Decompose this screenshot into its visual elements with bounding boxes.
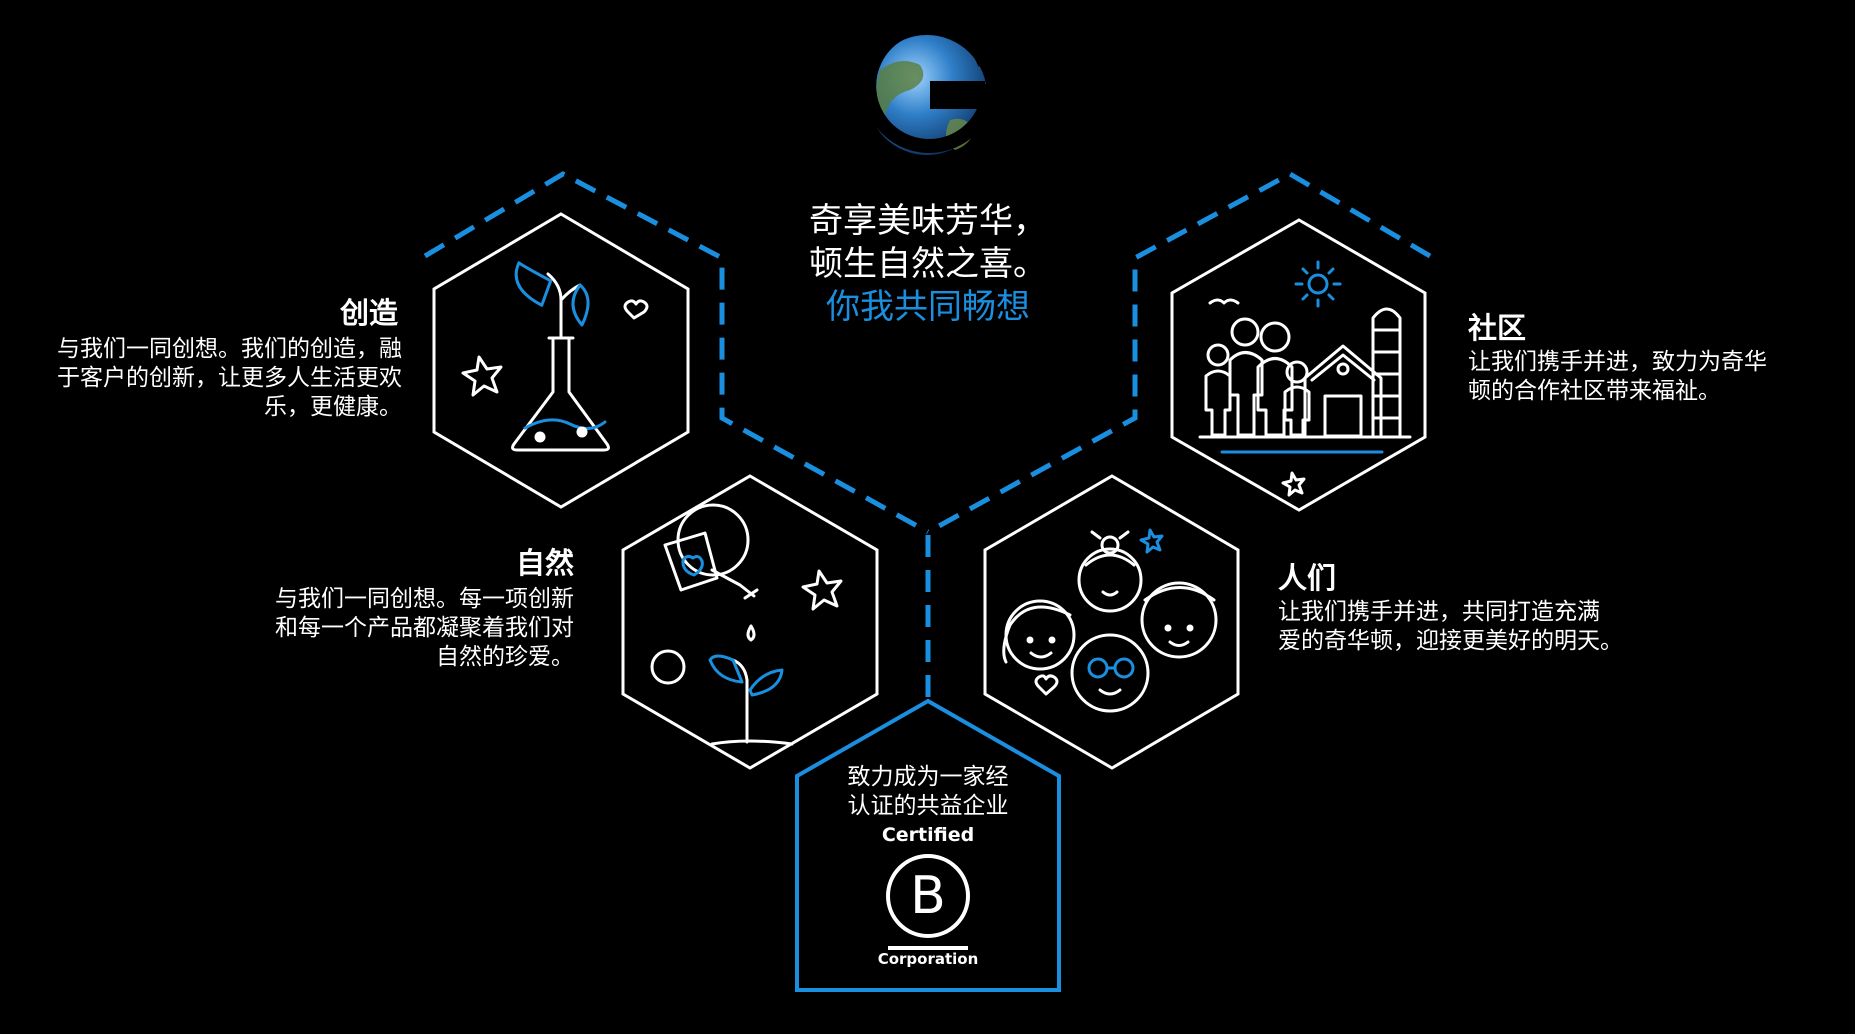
globe-g-logo-icon bbox=[862, 19, 997, 155]
community-description: 让我们携手并进，致力为奇华 顿的合作社区带来福祉。 bbox=[1468, 348, 1828, 406]
people-description: 让我们携手并进，共同打造充满 爱的奇华顿，迎接更美好的明天。 bbox=[1278, 598, 1678, 656]
create-line-2: 于客户的创新，让更多人生活更欢 bbox=[57, 365, 402, 392]
tagline-line-2: 顿生自然之喜。 bbox=[809, 244, 1047, 285]
badge-corporation-label: Corporation bbox=[877, 950, 979, 968]
certification-line-1: 致力成为一家经 bbox=[847, 764, 1009, 790]
community-line-1: 让我们携手并进，致力为奇华 bbox=[1468, 349, 1767, 375]
hex-create bbox=[432, 212, 690, 509]
flask-plant-icon bbox=[461, 261, 649, 452]
nature-description: 与我们一同创想。每一项创新 和每一个产品都凝聚着我们对 自然的珍爱。 bbox=[230, 585, 574, 673]
tagline-line-1: 奇享美味芳华， bbox=[809, 201, 1047, 241]
hex-nature bbox=[621, 474, 879, 770]
dashed-connectors bbox=[423, 171, 1432, 705]
hex-people bbox=[983, 474, 1240, 770]
create-title: 创造 bbox=[339, 296, 398, 330]
nature-title: 自然 bbox=[515, 546, 574, 580]
watering-can-sprout-icon bbox=[650, 503, 843, 746]
tagline: 奇享美味芳华， 顿生自然之喜。 你我共同畅想 bbox=[728, 200, 1128, 330]
family-farm-icon bbox=[1198, 260, 1412, 497]
nature-line-3: 自然的珍爱。 bbox=[436, 644, 574, 671]
certification-text: 致力成为一家经 认证的共益企业 bbox=[828, 763, 1028, 823]
community-line-2: 顿的合作社区带来福祉。 bbox=[1468, 378, 1721, 405]
b-corp-badge-icon bbox=[886, 854, 970, 950]
badge-b-letter: B bbox=[910, 866, 946, 926]
people-title: 人们 bbox=[1278, 561, 1337, 595]
people-line-2: 爱的奇华顿，迎接更美好的明天。 bbox=[1278, 628, 1623, 655]
certification-line-2: 认证的共益企业 bbox=[847, 793, 1009, 820]
tagline-line-3: 你我共同畅想 bbox=[826, 287, 1030, 328]
create-description: 与我们一同创想。我们的创造，融 于客户的创新，让更多人生活更欢 乐，更健康。 bbox=[22, 335, 402, 423]
hex-community bbox=[1170, 218, 1427, 512]
people-faces-icon bbox=[1002, 528, 1218, 713]
dashed-connector-left bbox=[423, 171, 930, 535]
nature-line-2: 和每一个产品都凝聚着我们对 bbox=[275, 615, 574, 642]
create-line-1: 与我们一同创想。我们的创造，融 bbox=[57, 336, 402, 362]
community-title: 社区 bbox=[1468, 311, 1527, 345]
people-line-1: 让我们携手并进，共同打造充满 bbox=[1278, 599, 1600, 625]
badge-certified-label: Certified bbox=[881, 824, 975, 846]
nature-line-1: 与我们一同创想。每一项创新 bbox=[275, 586, 574, 612]
dashed-connector-right bbox=[926, 171, 1432, 535]
create-line-3: 乐，更健康。 bbox=[264, 394, 402, 421]
certification-frame bbox=[795, 698, 1061, 992]
